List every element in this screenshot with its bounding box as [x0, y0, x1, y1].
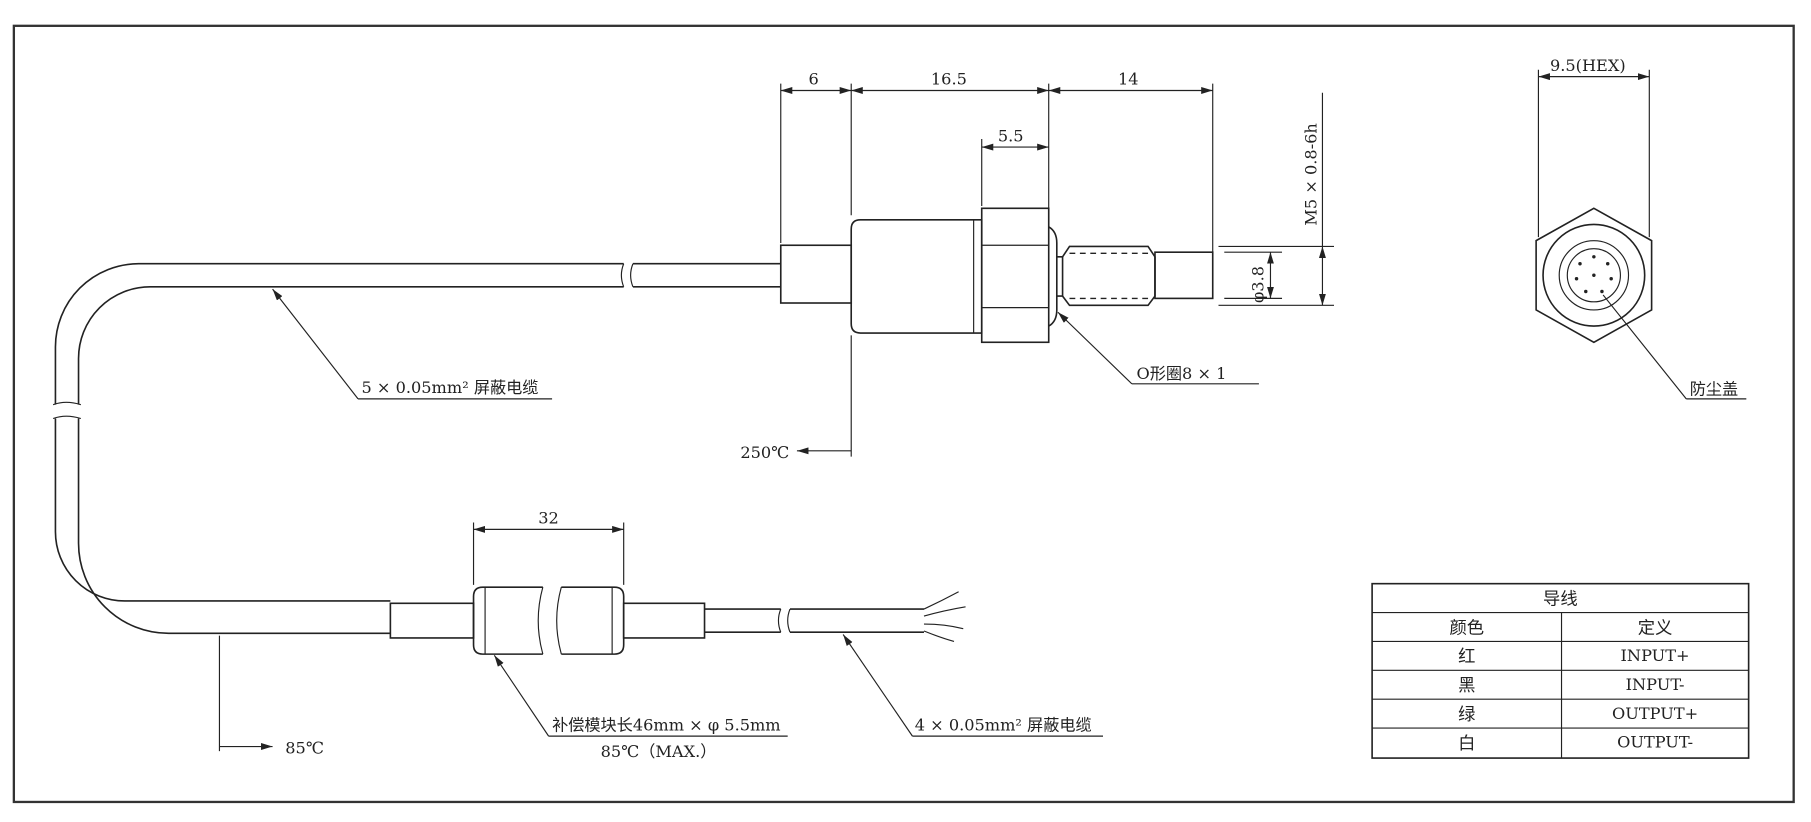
wire-ends — [923, 591, 966, 642]
hex-end-view — [1535, 207, 1653, 344]
label-module-temp: 85℃（MAX.） — [601, 742, 717, 761]
table-cell: 白 — [1458, 734, 1475, 754]
table-cell: OUTPUT+ — [1612, 704, 1698, 723]
cable-assembly — [52, 262, 966, 655]
table-cell: INPUT- — [1626, 675, 1685, 694]
dimension-lines — [472, 69, 1650, 585]
dim-cable-tube: 6 — [808, 70, 818, 89]
table-cell: 绿 — [1458, 705, 1475, 725]
table-cell: 红 — [1458, 647, 1475, 667]
table-cell: 黑 — [1458, 676, 1475, 696]
leader-lines — [218, 288, 1747, 752]
label-bottom-cable: 4 × 0.05mm² 屏蔽电缆 — [915, 715, 1092, 734]
label-temp-cable: 85℃ — [285, 738, 324, 757]
label-module: 补偿模块长46mm × φ 5.5mm — [552, 715, 781, 734]
label-dust-cap: 防尘盖 — [1690, 379, 1738, 398]
wire-table — [1371, 582, 1750, 759]
table-header-definition: 定义 — [1638, 618, 1673, 638]
table-cell: INPUT+ — [1621, 646, 1690, 665]
table-cell: OUTPUT- — [1617, 733, 1693, 752]
label-oring: O形圈8 × 1 — [1136, 364, 1226, 383]
label-top-cable: 5 × 0.05mm² 屏蔽电缆 — [362, 378, 539, 397]
dim-hex-size: 9.5(HEX) — [1550, 56, 1626, 75]
drawing-frame — [12, 24, 1795, 804]
dim-hex-width: 5.5 — [998, 126, 1024, 145]
table-title: 导线 — [1543, 589, 1578, 609]
dim-tip-diameter: φ3.8 — [1249, 266, 1268, 303]
sensor-body — [779, 207, 1214, 344]
table-header-color: 颜色 — [1449, 618, 1484, 638]
dim-module-length: 32 — [538, 509, 559, 528]
label-temp-body: 250℃ — [740, 443, 789, 462]
dim-thread-spec: M5 × 0.8-6h — [1302, 123, 1321, 225]
dim-body: 16.5 — [931, 70, 967, 89]
dim-thread: 14 — [1118, 70, 1139, 89]
